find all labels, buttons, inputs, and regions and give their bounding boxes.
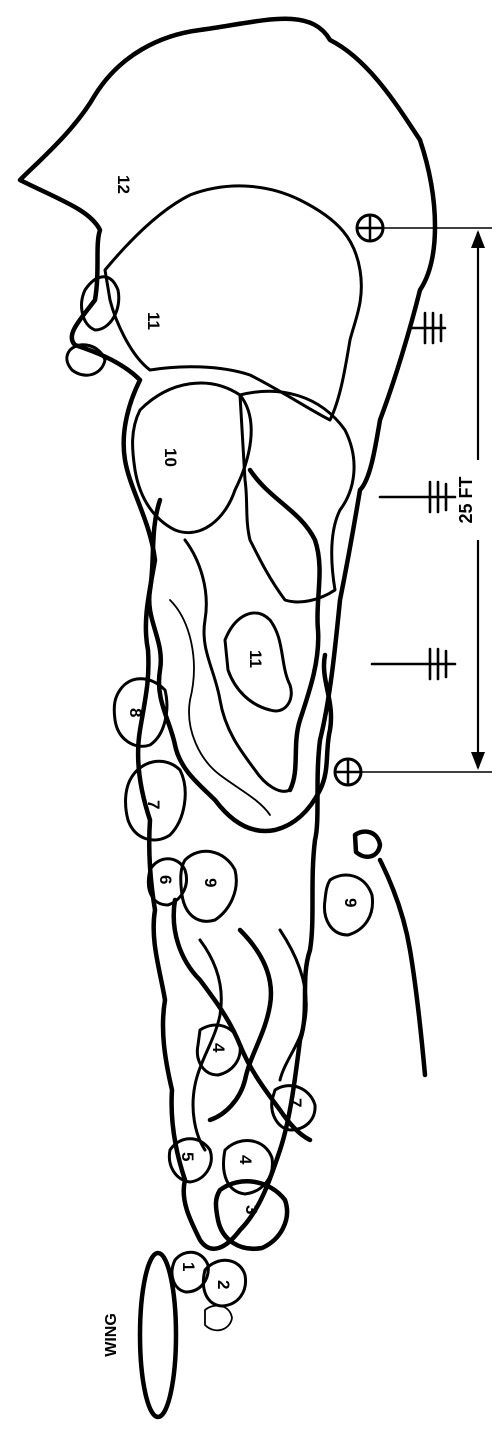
label-contour-9-right: 9 — [341, 898, 360, 907]
tower-marker-2 — [380, 482, 455, 512]
trailing-line — [380, 860, 425, 1075]
label-contour-3: 3 — [242, 1205, 261, 1214]
tower-marker-1 — [410, 313, 445, 343]
label-contour-9-left: 9 — [201, 878, 220, 887]
label-contour-7-upper: 7 — [144, 800, 163, 809]
core-band-left — [149, 500, 331, 831]
contour-small-circle — [205, 1306, 232, 1331]
label-contour-11-middle: 11 — [246, 650, 265, 668]
label-contour-11-upper: 11 — [144, 312, 163, 330]
label-contour-12: 12 — [114, 175, 133, 194]
lower-band-d — [280, 930, 306, 1080]
label-contour-6: 6 — [156, 875, 175, 884]
label-contour-10: 10 — [161, 448, 180, 467]
label-contour-4-lower: 4 — [236, 1155, 255, 1165]
crosshair-marker-top — [357, 215, 383, 241]
label-contour-8: 8 — [126, 708, 145, 717]
contour-10-outline — [133, 383, 252, 533]
label-contour-4-upper: 4 — [209, 1043, 228, 1053]
contour-bubble-upper — [82, 277, 119, 330]
label-contour-7-lower: 7 — [286, 1098, 305, 1107]
contour-11-upper — [105, 186, 361, 420]
label-contour-2: 2 — [214, 1280, 233, 1289]
core-band-right — [250, 470, 320, 790]
tower-marker-3 — [372, 649, 455, 679]
crosshair-marker-bottom — [335, 759, 361, 785]
label-contour-5: 5 — [178, 1152, 197, 1161]
small-loop — [355, 832, 380, 857]
contour-10-band — [240, 391, 354, 602]
label-contour-1: 1 — [179, 1262, 198, 1271]
wing-label: WING — [103, 1313, 120, 1357]
wing-shape — [140, 1253, 176, 1417]
scale-label: 25 FT — [456, 476, 476, 523]
